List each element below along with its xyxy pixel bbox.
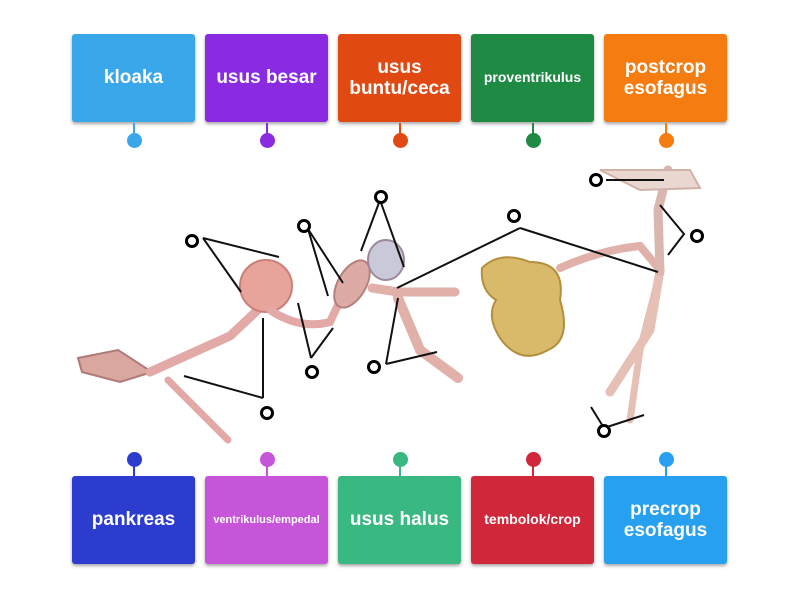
- drop-targets: [185, 173, 704, 438]
- label-tile[interactable]: kloaka: [72, 34, 195, 122]
- tile-connector: [532, 463, 534, 477]
- drop-target[interactable]: [374, 190, 388, 204]
- label-tile[interactable]: proventrikulus: [471, 34, 594, 122]
- tile-connector-dot: [526, 452, 541, 467]
- drop-target[interactable]: [690, 229, 704, 243]
- tile-connector: [399, 123, 401, 137]
- label-tile[interactable]: ventrikulus/empedal: [205, 476, 328, 564]
- tile-connector: [266, 463, 268, 477]
- label-tile[interactable]: postcrop esofagus: [604, 34, 727, 122]
- tile-connector: [133, 123, 135, 137]
- tile-connector: [665, 123, 667, 137]
- specimen: [76, 165, 702, 444]
- label-tile[interactable]: tembolok/crop: [471, 476, 594, 564]
- drop-target[interactable]: [297, 219, 311, 233]
- label-tile[interactable]: usus besar: [205, 34, 328, 122]
- tile-connector-dot: [659, 452, 674, 467]
- label-text: tembolok/crop: [484, 511, 581, 528]
- label-text: precrop esofagus: [623, 498, 708, 541]
- label-text: proventrikulus: [483, 69, 582, 86]
- label-text: pankreas: [91, 509, 176, 531]
- label-text: usus halus: [349, 509, 450, 531]
- label-tile[interactable]: pankreas: [72, 476, 195, 564]
- label-text: usus besar: [216, 67, 317, 89]
- tile-connector-dot: [260, 133, 275, 148]
- tile-connector: [133, 463, 135, 477]
- drop-target[interactable]: [305, 365, 319, 379]
- leader-lines: [183, 179, 686, 429]
- drop-target[interactable]: [260, 406, 274, 420]
- tile-connector-dot: [526, 133, 541, 148]
- tile-connector-dot: [393, 133, 408, 148]
- label-tile[interactable]: usus halus: [338, 476, 461, 564]
- label-text: ventrikulus/empedal: [213, 513, 320, 526]
- tile-connector: [266, 123, 268, 137]
- tile-connector: [532, 123, 534, 137]
- drop-target[interactable]: [185, 234, 199, 248]
- tile-connector-dot: [393, 452, 408, 467]
- tile-connector: [399, 463, 401, 477]
- label-text: usus buntu/ceca: [349, 56, 450, 99]
- drop-target[interactable]: [367, 360, 381, 374]
- label-tile[interactable]: usus buntu/ceca: [338, 34, 461, 122]
- drop-target[interactable]: [507, 209, 521, 223]
- label-text: postcrop esofagus: [623, 56, 708, 99]
- tile-connector-dot: [127, 452, 142, 467]
- tile-connector-dot: [127, 133, 142, 148]
- drop-target[interactable]: [597, 424, 611, 438]
- tile-connector-dot: [659, 133, 674, 148]
- drop-target[interactable]: [589, 173, 603, 187]
- label-tile[interactable]: precrop esofagus: [604, 476, 727, 564]
- label-text: kloaka: [103, 67, 164, 89]
- tile-connector-dot: [260, 452, 275, 467]
- tile-connector: [665, 463, 667, 477]
